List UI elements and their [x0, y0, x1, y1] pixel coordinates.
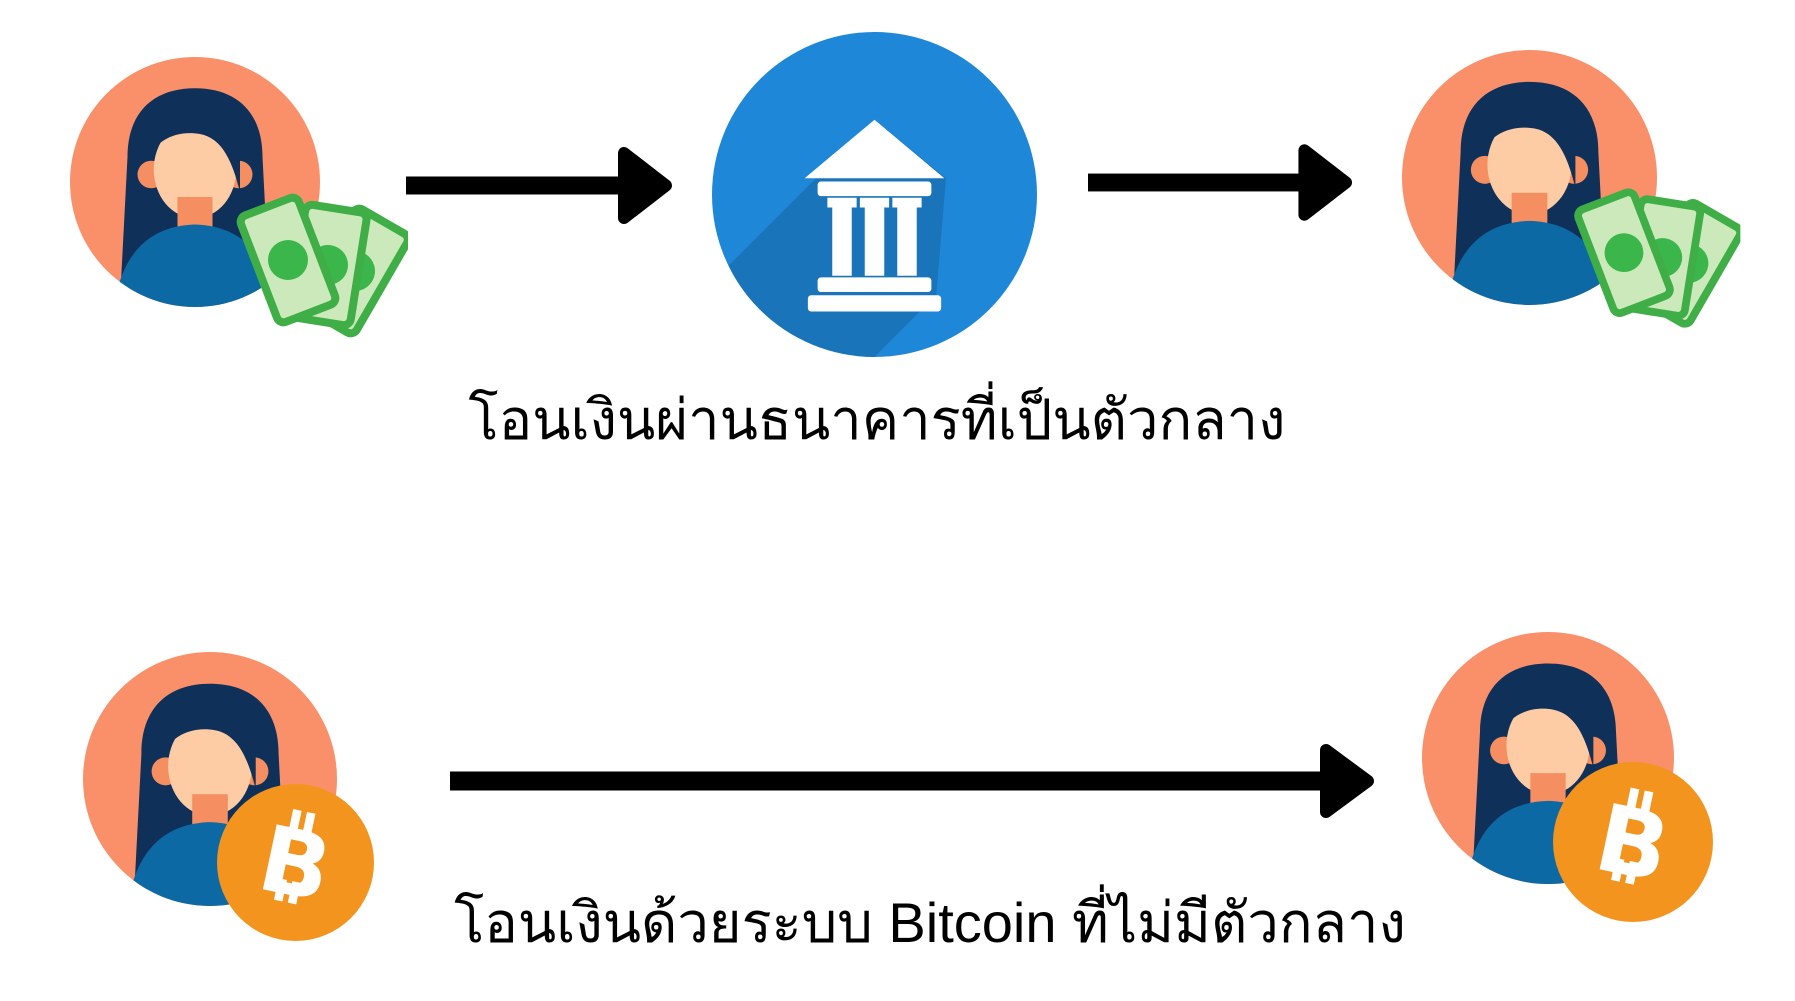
- bottom-sender-bitcoin-icon: [217, 784, 374, 941]
- arrow-direct-transfer-icon: [450, 738, 1378, 824]
- bottom-receiver-bitcoin-icon: [1553, 762, 1713, 922]
- top-sender-money-icon: [233, 183, 408, 348]
- arrow-sender-to-bank-icon: [405, 143, 677, 228]
- arrow-bank-to-receiver-icon: [1088, 140, 1356, 225]
- bitcoin-flow-caption: โอนเงินด้วยระบบ Bitcoin ที่ไม่มีตัวกลาง: [454, 891, 1406, 954]
- bank-icon: [712, 32, 1037, 357]
- top-receiver-money-icon: [1568, 178, 1743, 338]
- bank-flow-caption: โอนเงินผ่านธนาคารที่เป็นตัวกลาง: [468, 388, 1286, 451]
